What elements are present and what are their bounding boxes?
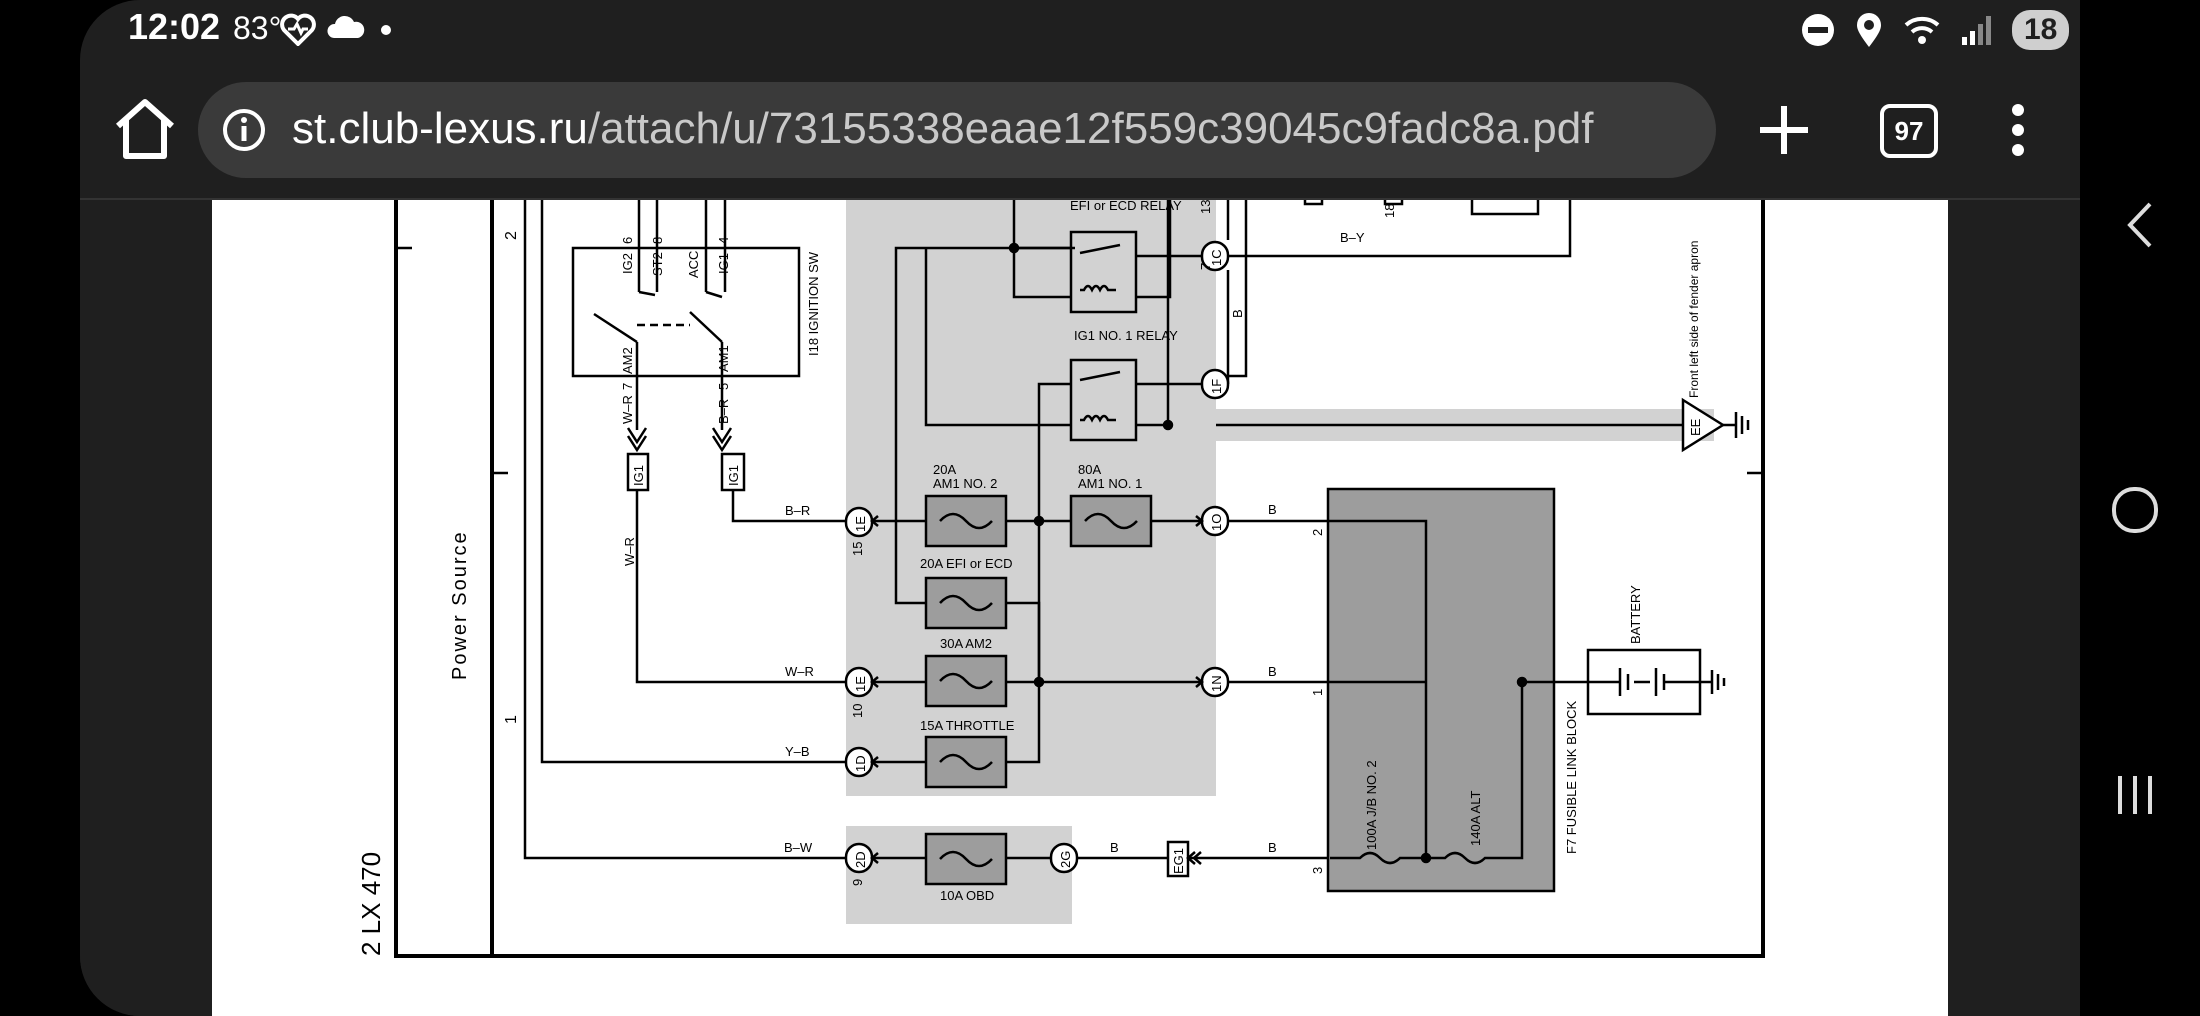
- location-icon: [1857, 13, 1881, 47]
- pin-6: 6: [620, 237, 635, 244]
- am2-label: AM2: [620, 347, 635, 374]
- conn-eg1: EG1: [1171, 848, 1186, 874]
- home-circle-icon[interactable]: [2110, 485, 2160, 535]
- dot-icon: [381, 25, 391, 35]
- signal-icon: [1962, 16, 1991, 45]
- num-3-fl: 3: [1310, 867, 1325, 874]
- status-temperature: 83°: [233, 10, 282, 46]
- num-2-fl: 2: [1310, 529, 1325, 536]
- health-heart-icon: [280, 13, 316, 46]
- num-2-left: 2: [503, 231, 520, 240]
- num-10: 10: [850, 704, 865, 718]
- wifi-icon: [1904, 16, 1940, 44]
- conn-1n: 1N: [1209, 675, 1224, 692]
- wire-yb: Y–B: [785, 744, 810, 759]
- battery-label: BATTERY: [1628, 585, 1643, 644]
- new-tab-icon[interactable]: [1746, 92, 1822, 168]
- num-1-fl: 1: [1310, 689, 1325, 696]
- ground-note: Front left side of fender apron: [1687, 241, 1701, 398]
- num-1-left: 1: [503, 715, 520, 724]
- conn-1d: 1D: [853, 755, 868, 772]
- fuse-obd-label: 10A OBD: [940, 888, 994, 903]
- wire-wr-2: W–R: [622, 537, 637, 566]
- relay-ig1-label: IG1 NO. 1 RELAY: [1074, 328, 1178, 343]
- conn-1c: 1C: [1209, 249, 1224, 266]
- wire-wr-1: W–R: [620, 395, 635, 424]
- acc-label: ACC: [686, 251, 701, 278]
- do-not-disturb-icon: [1802, 14, 1834, 46]
- wire-b-3: B: [1110, 840, 1119, 855]
- back-icon[interactable]: [2120, 200, 2160, 250]
- wire-bw: B–W: [784, 840, 813, 855]
- fuse-alt-label: 140A ALT: [1468, 791, 1483, 846]
- cloud-icon: [327, 15, 365, 38]
- conn-2g: 2G: [1058, 851, 1073, 868]
- fuse-am1no1-amp: 80A: [1078, 462, 1101, 477]
- conn-2d: 2D: [853, 851, 868, 868]
- conn-1e-a: 1E: [853, 516, 868, 532]
- wire-b-2: B: [1268, 664, 1277, 679]
- st2-label: ST2: [650, 252, 665, 276]
- tab-switcher-button[interactable]: 97: [1880, 104, 1938, 158]
- ig1-label: IG1: [716, 253, 731, 274]
- status-bar: 12:02 83° 18: [80, 0, 2080, 62]
- wire-b-1: B: [1268, 502, 1277, 517]
- pdf-viewer[interactable]: 2 LX 470 Power Source 2 1 I18 IGNITION S…: [80, 200, 2080, 1016]
- num-18-top: 18: [1382, 204, 1397, 218]
- pin-4: 4: [716, 237, 731, 244]
- pin-5: 5: [716, 383, 731, 390]
- conn-ig1-a: IG1: [631, 465, 646, 486]
- fuse-throttle-label: 15A THROTTLE: [920, 718, 1015, 733]
- wire-by: B–Y: [1340, 230, 1365, 245]
- system-nav-bar: [2080, 0, 2200, 1016]
- url-text[interactable]: st.club-lexus.ru/attach/u/73155338eaae12…: [292, 104, 1593, 154]
- am1-label: AM1: [716, 345, 731, 372]
- ignition-switch-label: I18 IGNITION SW: [806, 251, 821, 356]
- status-right-icons: 18: [1800, 10, 2070, 50]
- wire-wr-3: W–R: [785, 664, 814, 679]
- wire-br-2: B–R: [785, 503, 810, 518]
- wire-b-4: B: [1268, 840, 1277, 855]
- conn-1o: 1O: [1209, 514, 1224, 531]
- conn-1e-b: 1E: [853, 676, 868, 692]
- wire-b-vert: B: [1230, 309, 1245, 318]
- recents-icon[interactable]: [2110, 770, 2160, 820]
- wiring-diagram: 2 LX 470 Power Source 2 1 I18 IGNITION S…: [356, 200, 1765, 958]
- url-host: st.club-lexus.ru: [292, 104, 588, 153]
- browser-toolbar: st.club-lexus.ru/attach/u/73155338eaae12…: [80, 62, 2080, 200]
- status-time: 12:02: [128, 6, 221, 47]
- phone-screen: 12:02 83° 18 st.club-lexus.ru/attach/u/7…: [80, 0, 2080, 1016]
- home-icon[interactable]: [110, 94, 180, 164]
- wire-br-1: B–R: [716, 399, 731, 424]
- num-13-top: 13: [1198, 200, 1213, 214]
- num-9: 9: [850, 879, 865, 886]
- conn-ig1-b: IG1: [726, 465, 741, 486]
- info-icon[interactable]: [222, 108, 266, 152]
- more-menu-icon[interactable]: [1998, 102, 2038, 158]
- ig2-label: IG2: [620, 253, 635, 274]
- address-bar[interactable]: st.club-lexus.ru/attach/u/73155338eaae12…: [198, 82, 1716, 178]
- url-path: /attach/u/73155338eaae12f559c39045c9fadc…: [587, 104, 1594, 153]
- fuse-am1no2-name: AM1 NO. 2: [933, 476, 997, 491]
- notification-badge: 18: [2012, 10, 2070, 50]
- fuse-efi-label: 20A EFI or ECD: [920, 556, 1012, 571]
- fuse-am1no2-amp: 20A: [933, 462, 956, 477]
- fuse-am2-label: 30A AM2: [940, 636, 992, 651]
- ground-ee-label: EE: [1688, 418, 1703, 436]
- fuse-am1no1-name: AM1 NO. 1: [1078, 476, 1142, 491]
- page-label: 2 LX 470: [356, 852, 386, 956]
- pdf-page[interactable]: 2 LX 470 Power Source 2 1 I18 IGNITION S…: [212, 200, 1948, 1016]
- relay-efi-label: EFI or ECD RELAY: [1070, 200, 1182, 213]
- fusible-link-label: F7 FUSIBLE LINK BLOCK: [1564, 701, 1579, 854]
- fuse-jb-label: 100A J/B NO. 2: [1364, 760, 1379, 850]
- pin-7: 7: [620, 383, 635, 390]
- pin-8: 8: [650, 237, 665, 244]
- conn-1f: 1F: [1209, 379, 1224, 394]
- status-left-icons: [280, 12, 396, 46]
- num-15: 15: [850, 542, 865, 556]
- num-7-top: 7: [1198, 263, 1213, 270]
- section-title: Power Source: [449, 530, 471, 680]
